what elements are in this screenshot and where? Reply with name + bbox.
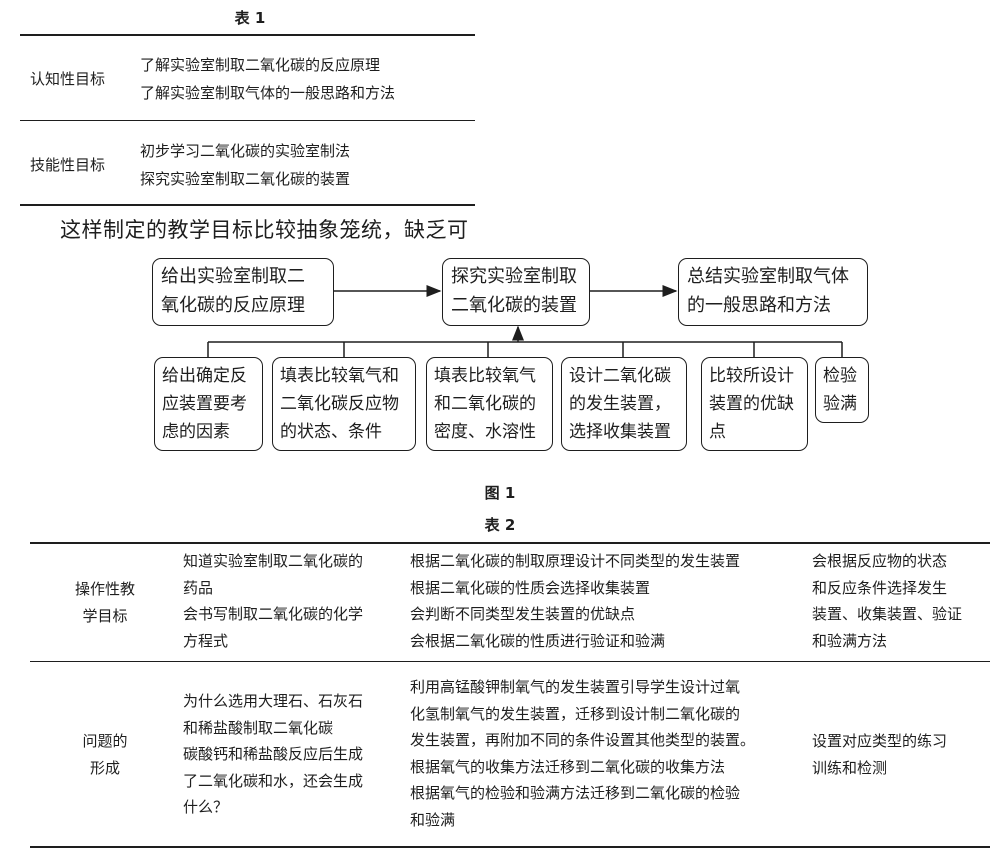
table1-row-line: 探究实验室制取二氧化碳的装置 <box>140 170 351 188</box>
table2-row-label: 操作性教学目标 <box>74 580 135 625</box>
flow-sub-box: 设计二氧化碳的发生装置，选择收集装置 <box>561 357 687 451</box>
table1-row-label: 技能性目标 <box>30 156 106 174</box>
table1-bottom-rule <box>20 204 475 206</box>
table2-cell: 设置对应类型的练习训练和检测 <box>812 732 948 777</box>
table2-cell: 利用高锰酸钾制氧气的发生装置引导学生设计过氧化氢制氧气的发生装置，迁移到设计制二… <box>410 678 756 829</box>
flow-box-principle: 给出实验室制取二氧化碳的反应原理 <box>152 258 334 326</box>
table1-row-line: 初步学习二氧化碳的实验室制法 <box>140 142 351 160</box>
table1-row-label: 认知性目标 <box>30 70 106 88</box>
table1-row-divider <box>20 120 475 121</box>
table1-row-line: 了解实验室制取气体的一般思路和方法 <box>140 84 396 102</box>
flow-box-summary: 总结实验室制取气体的一般思路和方法 <box>678 258 868 326</box>
flow-sub-box: 给出确定反应装置要考虑的因素 <box>154 357 263 451</box>
table2-cell: 根据二氧化碳的制取原理设计不同类型的发生装置根据二氧化碳的性质会选择收集装置会判… <box>410 552 741 650</box>
flow-box-explore: 探究实验室制取二氧化碳的装置 <box>442 258 590 326</box>
flow-sub-box: 检验验满 <box>815 357 869 423</box>
table1-row-line: 了解实验室制取二氧化碳的反应原理 <box>140 56 381 74</box>
table2-row-divider <box>30 661 990 662</box>
body-paragraph: 这样制定的教学目标比较抽象笼统，缺乏可 <box>60 218 469 242</box>
table1-top-rule <box>20 34 475 36</box>
table2-cell: 会根据反应物的状态和反应条件选择发生装置、收集装置、验证和验满方法 <box>812 552 963 650</box>
table2-top-rule <box>30 542 990 544</box>
table2-caption: 表 2 <box>484 516 516 534</box>
table1-caption: 表 1 <box>234 9 266 27</box>
flow-sub-box: 填表比较氧气和二氧化碳反应物的状态、条件 <box>272 357 416 451</box>
figure1-caption: 图 1 <box>484 484 516 502</box>
table2-cell: 为什么选用大理石、石灰石和稀盐酸制取二氧化碳碳酸钙和稀盐酸反应后生成了二氧化碳和… <box>183 692 364 816</box>
table2-bottom-rule <box>30 846 990 848</box>
flow-sub-box: 比较所设计装置的优缺点 <box>701 357 808 451</box>
table2-cell: 知道实验室制取二氧化碳的药品会书写制取二氧化碳的化学方程式 <box>183 552 364 650</box>
flow-sub-box: 填表比较氧气和二氧化碳的密度、水溶性 <box>426 357 553 451</box>
table2-row-label: 问题的形成 <box>82 732 128 777</box>
